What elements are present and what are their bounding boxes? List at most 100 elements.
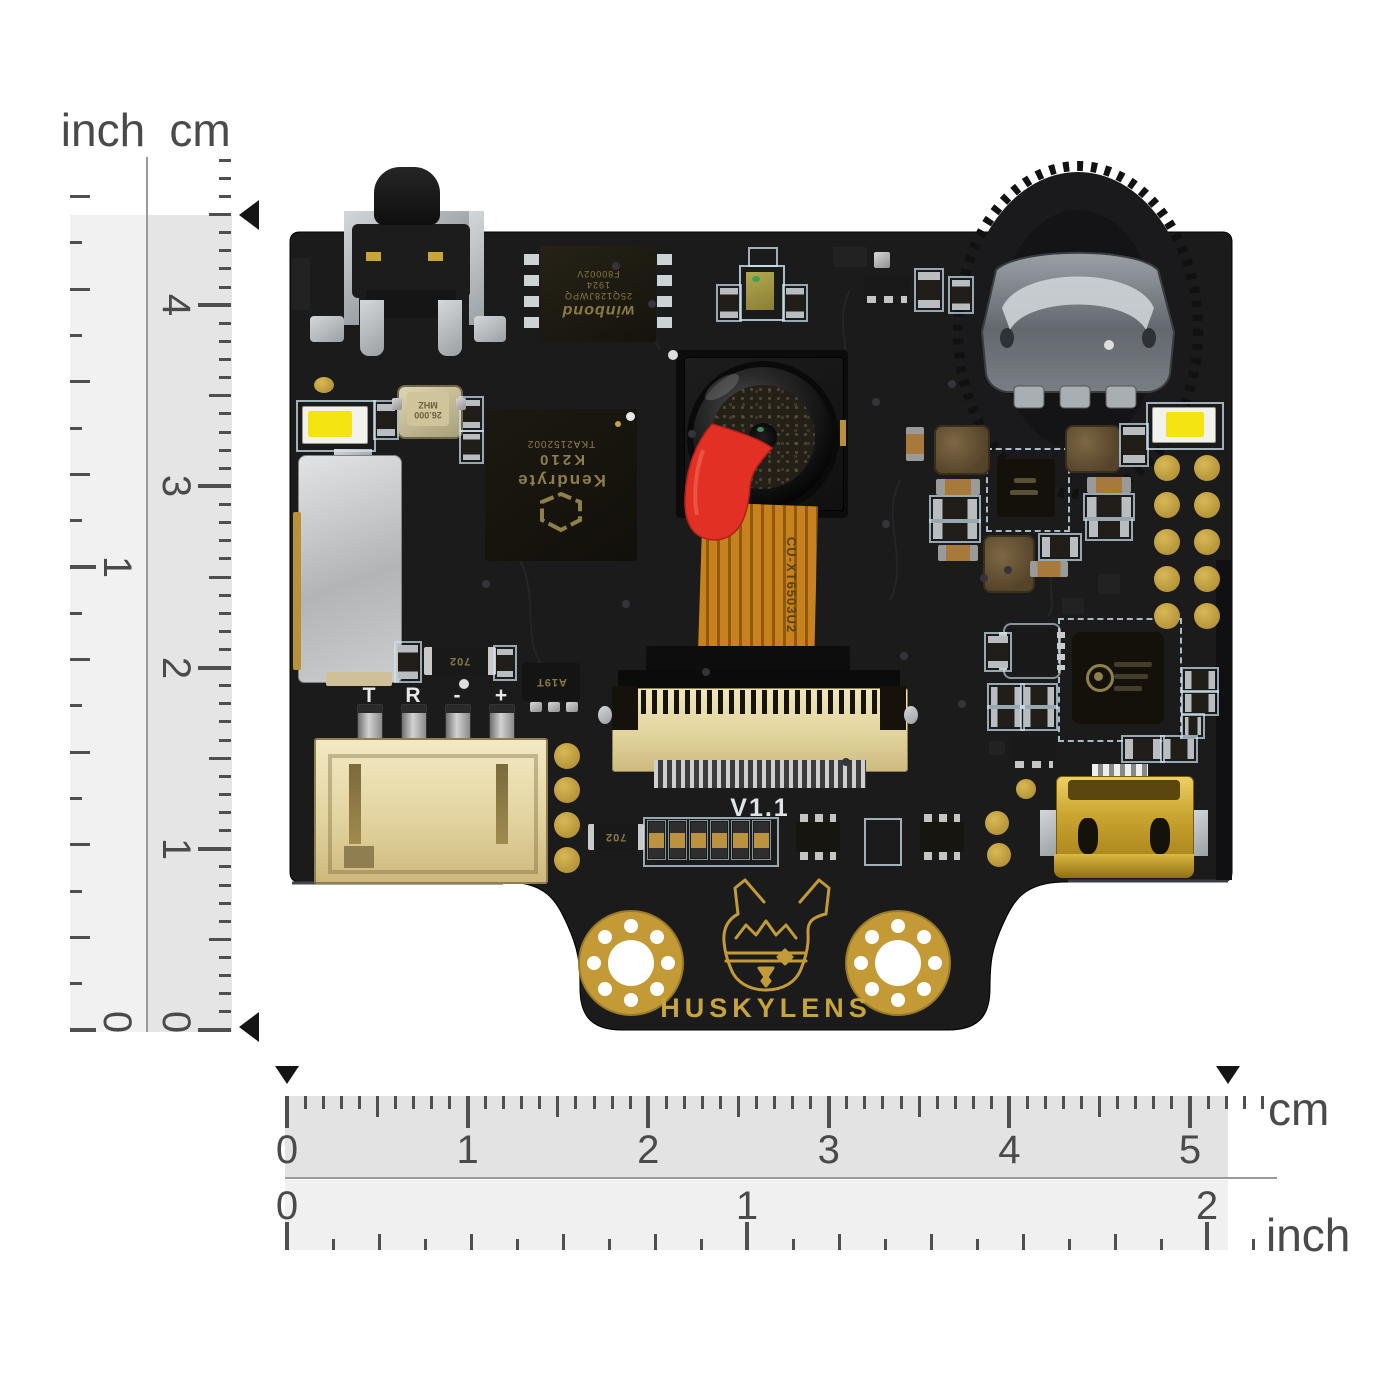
- ruler-tick: [219, 629, 231, 633]
- vertical-ruler-inch-header: inch: [60, 104, 146, 156]
- ruler-tick: [646, 1096, 651, 1128]
- push-button-knob: [374, 167, 440, 225]
- smd-component: [548, 702, 560, 712]
- smd-component: [1104, 340, 1114, 350]
- horizontal-ruler-divider: [285, 1177, 1277, 1179]
- smd-component: [985, 811, 1009, 835]
- smd-component: [934, 425, 990, 475]
- ruler-tick: [699, 1239, 703, 1250]
- ruler-number: 3: [817, 1127, 840, 1172]
- ruler-tick: [209, 575, 231, 579]
- smd-component: [566, 702, 578, 712]
- jst-notch: [344, 846, 374, 868]
- led-right-die: [1166, 412, 1204, 437]
- smd-component: [314, 377, 334, 393]
- ruler-tick: [219, 738, 231, 742]
- ruler-tick: [219, 792, 231, 796]
- ruler-tick: [219, 865, 231, 869]
- smd-component: [1194, 455, 1220, 481]
- smd-component: [392, 398, 402, 410]
- port-label-minus: -: [453, 684, 461, 707]
- ruler-number: 4: [998, 1127, 1021, 1172]
- horizontal-ruler-cm-band: [285, 1096, 1228, 1178]
- ruler-tick: [209, 756, 231, 760]
- ruler-tick: [653, 1234, 657, 1250]
- smd-component: [936, 479, 980, 495]
- smd-component: [668, 820, 687, 860]
- smd-component: [1020, 705, 1058, 731]
- vertical-ruler-inch-band: [70, 215, 147, 1032]
- smd-component: [1194, 529, 1220, 555]
- smd-component: [554, 777, 580, 803]
- ruler-tick: [929, 1234, 933, 1250]
- ruler-tick: [953, 1096, 957, 1109]
- jst-connector-cavity: [328, 754, 538, 874]
- push-button-foot: [310, 316, 344, 342]
- ruler-tick: [219, 647, 231, 651]
- ruler-tick: [70, 519, 82, 523]
- ribbon-stiffener: [646, 646, 850, 674]
- push-button-pad: [366, 252, 381, 261]
- ruler-tick: [219, 339, 231, 343]
- smd-component: [882, 520, 890, 528]
- sd-slot-edge: [293, 512, 301, 670]
- ruler-tick: [219, 919, 231, 923]
- smd-component: [373, 400, 399, 440]
- ruler-tick: [331, 1239, 335, 1250]
- ruler-tick: [718, 1096, 722, 1109]
- ruler-tick: [1205, 1222, 1209, 1250]
- ruler-tick: [1116, 1096, 1120, 1109]
- smd-component: [980, 574, 988, 582]
- smd-component: [1062, 598, 1084, 614]
- jst-slot: [496, 764, 508, 844]
- sd-card-slot: [298, 455, 402, 683]
- ruler-tick: [219, 557, 231, 561]
- fpc-anchor: [598, 706, 612, 724]
- ruler-tick: [664, 1096, 668, 1109]
- smd-component: [842, 758, 850, 766]
- ruler-tick: [975, 1239, 979, 1250]
- ruler-tick: [574, 1096, 578, 1109]
- ruler-tick: [70, 241, 82, 245]
- measure-arrow-bottom: [239, 1012, 259, 1042]
- ruler-tick: [989, 1096, 993, 1109]
- transistor-a19t: A19T: [522, 663, 580, 701]
- led-silkscreen: [1146, 402, 1224, 450]
- ruler-tick: [826, 1096, 831, 1128]
- smd-component: [1154, 455, 1180, 481]
- smd-component: [914, 268, 944, 312]
- chip-logo-icon: [1086, 664, 1114, 692]
- ruler-tick: [219, 267, 231, 271]
- push-button-bracket-arm: [469, 211, 484, 325]
- ruler-tick: [610, 1096, 614, 1109]
- smd-component: [612, 262, 620, 270]
- smd-component: [1154, 566, 1180, 592]
- ruler-tick: [469, 1234, 473, 1250]
- ruler-tick: [198, 303, 231, 308]
- ruler-tick: [520, 1096, 524, 1109]
- ruler-tick: [219, 430, 231, 434]
- usb-flange: [1054, 854, 1194, 878]
- smd-component: [689, 820, 708, 860]
- usb-shield-tab: [1192, 810, 1208, 856]
- smd-component: [688, 430, 696, 438]
- ruler-tick: [357, 1096, 361, 1109]
- component-702: 702: [588, 824, 644, 850]
- ruler-tick: [219, 466, 231, 470]
- ruler-tick: [465, 1096, 470, 1128]
- ruler-tick: [219, 684, 231, 688]
- ruler-tick: [628, 1096, 632, 1109]
- smd-component: [1181, 713, 1205, 739]
- port-label-plus: +: [494, 684, 508, 707]
- smd-component: [987, 843, 1011, 867]
- smd-component: [1119, 423, 1149, 467]
- ruler-tick: [1159, 1239, 1163, 1250]
- smd-component: [1083, 493, 1135, 521]
- ruler-tick: [375, 1096, 379, 1117]
- flash-chip-pins: [524, 254, 539, 338]
- ruler-number: 2: [1195, 1183, 1219, 1228]
